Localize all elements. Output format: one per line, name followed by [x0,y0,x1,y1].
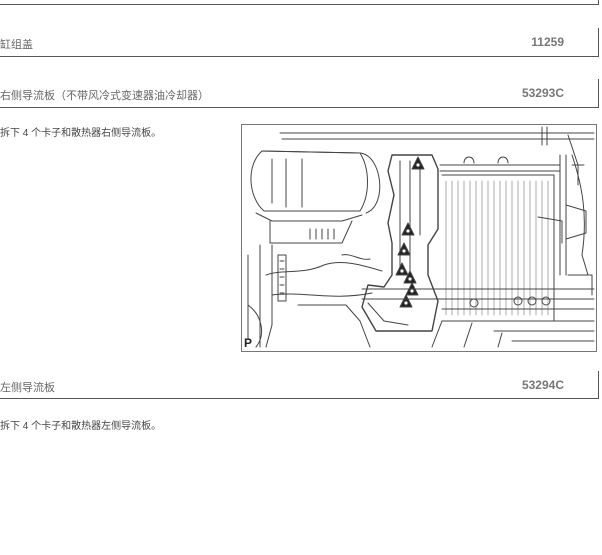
section-1-code: 11259 [531,35,564,49]
section-2-step-text: 拆下 4 个卡子和散热器右侧导流板。 [0,128,162,139]
figure-label: P [244,336,253,350]
top-frame-bottom-line [0,4,599,5]
section-1-title: 缸组盖 [0,38,33,51]
section-3-underline [0,398,599,399]
section-3-code: 53294C [521,378,564,392]
section-3-title: 左侧导流板 [0,381,55,394]
section-3-step-text: 拆下 4 个卡子和散热器左侧导流板。 [0,421,162,432]
engine-bay-drawing [247,126,595,348]
section-1-right-edge [598,28,599,56]
section-2-underline [0,107,599,108]
radiator-deflector-illustration: P [241,124,597,352]
top-frame-right-edge [598,0,599,4]
section-3-right-edge [598,371,599,398]
section-2-title: 右侧导流板（不带风冷式变速器油冷却器） [0,89,209,102]
section-1-underline [0,56,599,57]
section-2-code: 53293C [521,86,564,100]
section-2-right-edge [598,79,599,107]
